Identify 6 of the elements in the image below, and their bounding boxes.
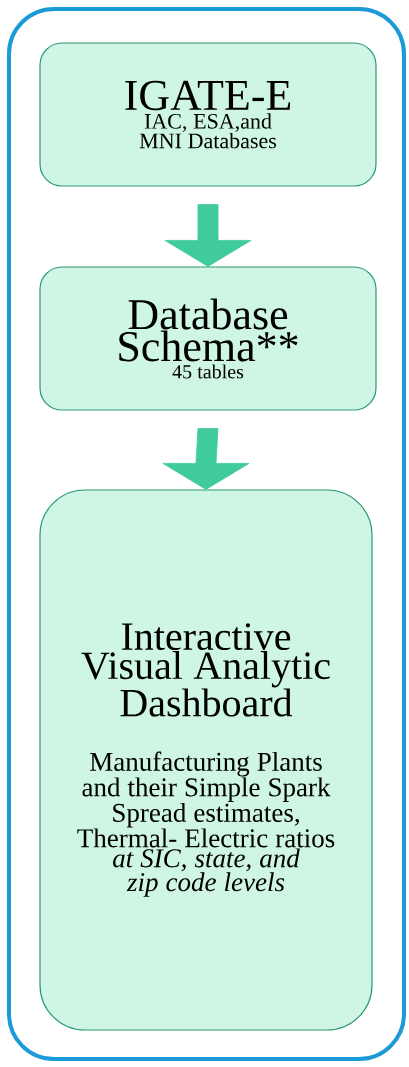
frame-box: [7, 7, 406, 1061]
block-arrow: [164, 204, 252, 267]
process-box: Database Schema** 45 tables: [39, 266, 377, 411]
block-arrow: [162, 428, 250, 490]
process-box: IGATE-E IAC, ESA,and MNI Databases: [39, 42, 377, 187]
process-box: Interactive Visual Analytic Dashboard Manufacturing Plants and their Simple Spark Spread estimates, Thermal- Electric ratios at SIC, state, and zip code levels: [39, 489, 373, 1031]
